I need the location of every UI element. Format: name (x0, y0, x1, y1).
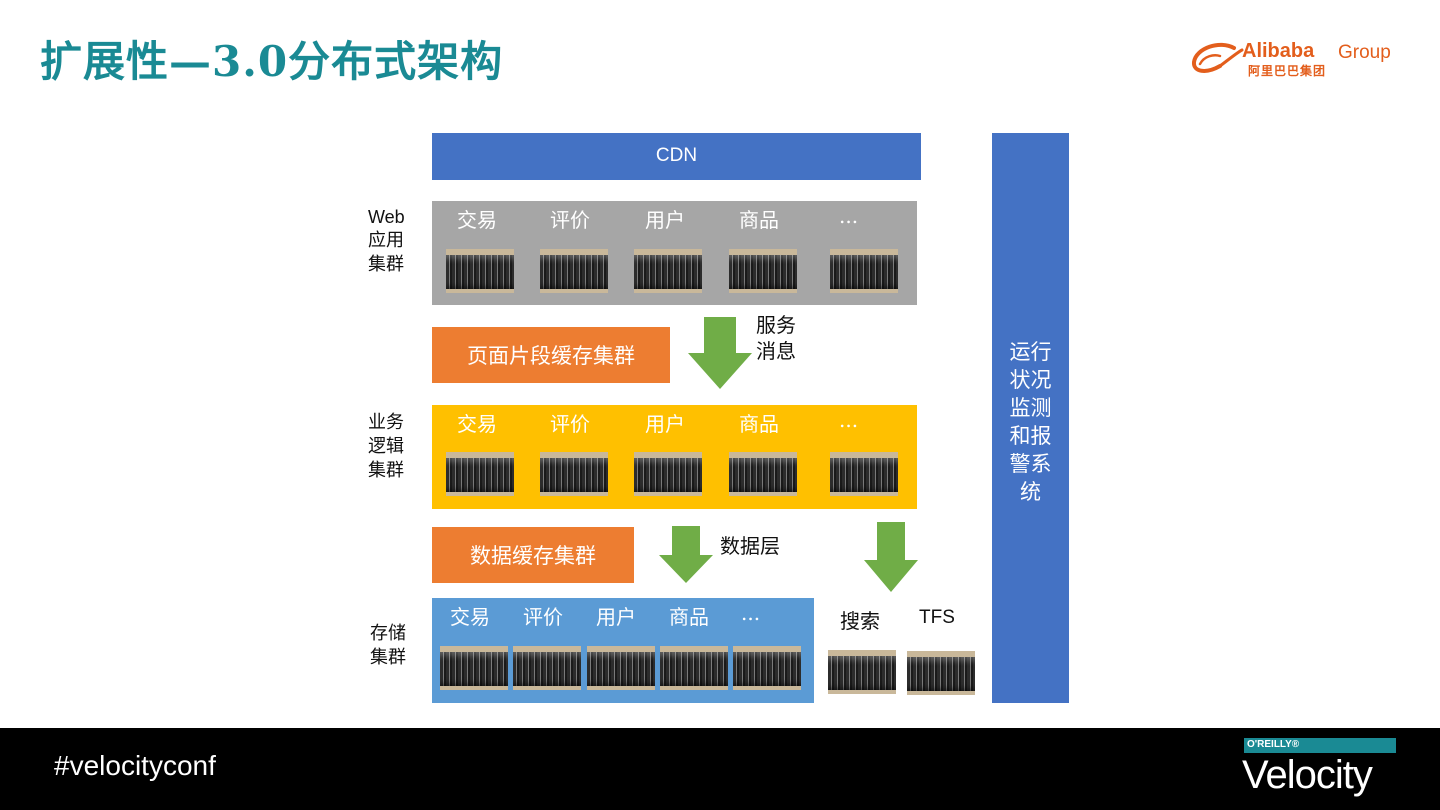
web-cluster-box: 交易 评价 用户 商品 ... (432, 201, 917, 305)
module-label-trade: 交易 (450, 605, 490, 629)
page-title: 扩展性—3.0分布式架构 (40, 37, 504, 86)
data-layer-label: 数据层 (720, 534, 780, 558)
monitor-label-line: 运行 (1009, 340, 1052, 364)
monitoring-alert-system-box: 运行 状况 监测 和报 警系 统 (992, 133, 1069, 703)
logo-chinese-text: 阿里巴巴集团 (1248, 64, 1327, 78)
web-cluster-label-line: Web (368, 207, 405, 227)
search-label: 搜索 (840, 609, 880, 633)
storage-cluster-box: 交易 评价 用户 商品 ... (432, 598, 814, 703)
server-rack-image (440, 646, 508, 690)
velocity-logo-text: Velocity (1242, 753, 1373, 797)
down-arrow-icon (688, 317, 752, 389)
server-rack-image (446, 249, 514, 293)
server-rack-image (634, 452, 702, 496)
biz-cluster-label: 业务 逻辑 集群 (368, 411, 404, 483)
server-rack-image (587, 646, 655, 690)
server-rack-image (828, 650, 896, 694)
server-rack-image (830, 452, 898, 496)
server-rack-image (540, 452, 608, 496)
module-label-review: 评价 (550, 208, 590, 232)
module-label-review: 评价 (523, 605, 563, 629)
service-message-line: 服务 (756, 313, 796, 337)
monitor-label-line: 和报 (1009, 424, 1052, 448)
storage-cluster-label-line: 存储 (370, 623, 406, 644)
alibaba-logo: Alibaba Group 阿里巴巴集团 (1190, 40, 1400, 84)
footer-bar: #velocityconf O'REILLY® Velocity (0, 728, 1440, 810)
module-label-more: ... (839, 204, 859, 228)
module-label-user: 用户 (645, 208, 685, 232)
biz-cluster-label-line: 逻辑 (368, 436, 404, 457)
web-cluster-label: Web 应用 集群 (368, 205, 405, 277)
biz-cluster-label-line: 集群 (368, 460, 404, 481)
server-rack-image (513, 646, 581, 690)
server-rack-image (733, 646, 801, 690)
monitoring-alert-system-label: 运行 状况 监测 和报 警系 统 (992, 338, 1069, 506)
module-label-review: 评价 (550, 412, 590, 436)
server-rack-image (660, 646, 728, 690)
module-label-user: 用户 (596, 605, 636, 629)
monitor-label-line: 状况 (1009, 368, 1052, 392)
service-message-label: 服务 消息 (756, 312, 796, 364)
page-fragment-cache-box: 页面片段缓存集群 (432, 327, 670, 383)
alibaba-swirl-icon (1192, 42, 1244, 73)
storage-cluster-label-line: 集群 (370, 647, 406, 668)
storage-cluster-label: 存储 集群 (370, 622, 406, 670)
module-label-product: 商品 (669, 605, 709, 629)
server-rack-image (729, 249, 797, 293)
hashtag-text: #velocityconf (54, 750, 216, 781)
module-label-trade: 交易 (457, 208, 497, 232)
server-rack-image (446, 452, 514, 496)
server-rack-image (830, 249, 898, 293)
data-cache-label: 数据缓存集群 (470, 544, 596, 568)
module-label-user: 用户 (645, 412, 685, 436)
monitor-label-line: 警系 (1009, 452, 1052, 476)
biz-cluster-label-line: 业务 (368, 412, 404, 433)
cdn-label: CDN (655, 145, 698, 166)
server-rack-image (729, 452, 797, 496)
data-cache-box: 数据缓存集群 (432, 527, 634, 583)
logo-group-text: Group (1338, 42, 1391, 63)
module-label-trade: 交易 (457, 412, 497, 436)
logo-brand-text: Alibaba (1242, 40, 1315, 62)
service-message-line: 消息 (756, 339, 796, 363)
module-label-more: ... (839, 408, 859, 432)
server-rack-image (907, 651, 975, 695)
server-rack-image (634, 249, 702, 293)
module-label-product: 商品 (739, 208, 779, 232)
oreilly-text: O'REILLY® (1247, 739, 1300, 750)
monitor-label-line: 统 (1020, 480, 1041, 504)
oreilly-badge: O'REILLY® (1244, 738, 1396, 753)
tfs-label: TFS (919, 607, 955, 628)
down-arrow-icon (864, 522, 918, 592)
module-label-more: ... (741, 601, 761, 625)
business-logic-cluster-box: 交易 评价 用户 商品 ... (432, 405, 917, 509)
web-cluster-label-line: 应用 (368, 230, 404, 251)
page-fragment-cache-label: 页面片段缓存集群 (467, 344, 635, 368)
down-arrow-icon (659, 526, 713, 583)
server-rack-image (540, 249, 608, 293)
module-label-product: 商品 (739, 412, 779, 436)
web-cluster-label-line: 集群 (368, 254, 404, 275)
cdn-box: CDN (432, 133, 921, 180)
monitor-label-line: 监测 (1009, 396, 1052, 420)
